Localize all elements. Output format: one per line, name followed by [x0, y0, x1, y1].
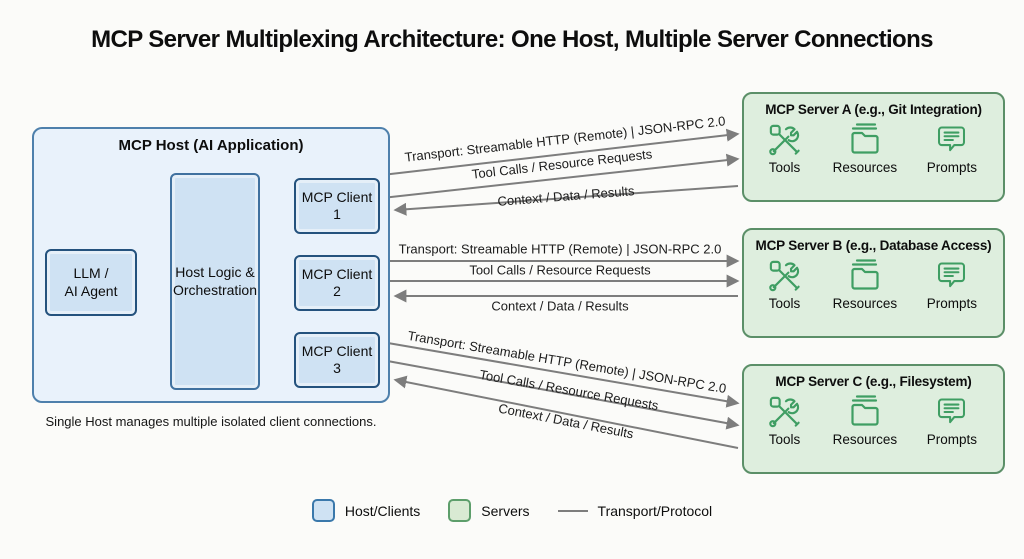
server-b-capabilities: Tools Resources [744, 253, 1003, 311]
tools-icon [769, 396, 800, 428]
folder-icon [851, 123, 879, 154]
mcp-server-a-box: MCP Server A (e.g., Git Integration) Too… [742, 92, 1005, 202]
chat-bubble-icon [938, 126, 966, 152]
capability-resources: Resources [832, 393, 898, 447]
conn-c-transport-line [381, 341, 740, 408]
mcp-server-b-box: MCP Server B (e.g., Database Access) Too… [742, 228, 1005, 338]
conn-a-transport-line [381, 128, 740, 176]
capability-resources: Resources [832, 121, 898, 175]
capability-tools: Tools [766, 257, 803, 311]
tools-icon [769, 124, 800, 156]
legend-host-clients: Host/Clients [311, 499, 421, 522]
prompts-label: Prompts [926, 432, 977, 447]
mcp-server-b-title: MCP Server B (e.g., Database Access) [755, 238, 992, 253]
mcp-host-title: MCP Host (AI Application) [118, 137, 304, 154]
tools-label: Tools [768, 432, 801, 447]
prompts-label: Prompts [926, 296, 977, 311]
capability-tools: Tools [766, 121, 803, 175]
capability-resources: Resources [832, 257, 898, 311]
folder-icon [851, 259, 879, 290]
tools-label: Tools [768, 160, 801, 175]
conn-a-request-line [381, 153, 740, 199]
mcp-client-2-box: MCP Client 2 [294, 255, 380, 311]
servers-swatch [448, 499, 472, 522]
legend-servers: Servers [448, 499, 530, 522]
conn-a-response-line [393, 185, 739, 216]
resources-label: Resources [832, 296, 898, 311]
chat-bubble-icon [938, 398, 966, 424]
conn-c-request-line [381, 359, 740, 430]
capability-prompts: Prompts [927, 257, 977, 311]
server-c-capabilities: Tools Resources [744, 389, 1003, 447]
tools-label: Tools [768, 296, 801, 311]
prompts-label: Prompts [926, 160, 977, 175]
mcp-host-box: MCP Host (AI Application) LLM / AI Agent… [32, 127, 390, 403]
folder-icon [851, 395, 879, 426]
legend-transport-label: Transport/Protocol [597, 502, 713, 519]
conn-c-response-line [393, 375, 739, 449]
mcp-client-1-box: MCP Client 1 [294, 178, 380, 234]
resources-label: Resources [832, 160, 898, 175]
tools-icon [769, 260, 800, 292]
llm-agent-box: LLM / AI Agent [45, 249, 137, 316]
capability-prompts: Prompts [927, 393, 977, 447]
legend-host-clients-label: Host/Clients [344, 502, 421, 519]
capability-prompts: Prompts [927, 121, 977, 175]
legend-transport: Transport/Protocol [557, 502, 713, 519]
host-caption: Single Host manages multiple isolated cl… [45, 414, 377, 429]
mcp-server-a-title: MCP Server A (e.g., Git Integration) [765, 102, 982, 117]
mcp-server-c-box: MCP Server C (e.g., Filesystem) Tools [742, 364, 1005, 474]
conn-b-transport-label: Transport: Streamable HTTP (Remote) | JS… [398, 241, 722, 257]
host-logic-box: Host Logic & Orchestration [170, 173, 260, 390]
transport-line-swatch [557, 509, 588, 512]
capability-tools: Tools [766, 393, 803, 447]
conn-b-request-label: Tool Calls / Resource Requests [469, 262, 651, 278]
mcp-server-c-title: MCP Server C (e.g., Filesystem) [775, 374, 972, 389]
diagram-title: MCP Server Multiplexing Architecture: On… [91, 26, 933, 53]
conn-b-response-label: Context / Data / Results [491, 298, 629, 314]
legend: Host/Clients Servers Transport/Protocol [0, 499, 1024, 522]
host-clients-swatch [311, 499, 335, 522]
legend-servers-label: Servers [481, 502, 530, 519]
server-a-capabilities: Tools Resources [744, 117, 1003, 175]
resources-label: Resources [832, 432, 898, 447]
chat-bubble-icon [938, 262, 966, 288]
mcp-client-3-box: MCP Client 3 [294, 332, 380, 388]
